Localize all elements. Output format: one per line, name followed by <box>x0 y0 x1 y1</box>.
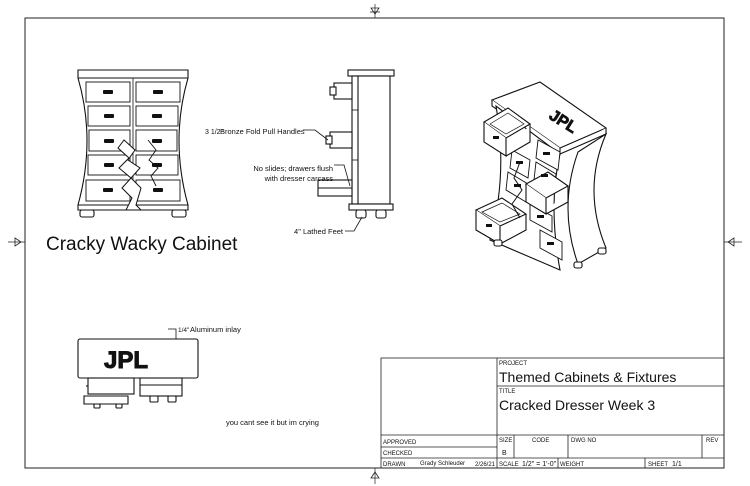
centering-mark-right <box>727 237 735 247</box>
scale-value: 1/2" = 1'-0" <box>522 461 557 468</box>
centering-mark-top <box>370 7 380 15</box>
title-block <box>380 357 725 469</box>
drawn-by: Grady Schleuder <box>420 461 465 467</box>
top-logo-inlay: JPL <box>104 347 148 374</box>
size-value: B <box>502 450 507 457</box>
rev-label: REV <box>706 438 718 444</box>
sheet-label: SHEET <box>648 462 668 468</box>
callout-slides-line1: No slides; drawers flush <box>253 164 333 173</box>
drawing-note: you cant see it but im crying <box>226 418 319 427</box>
centering-mark-left <box>14 237 22 247</box>
weight-label: WEIGHT <box>560 462 584 468</box>
project-name: Themed Cabinets & Fixtures <box>499 369 676 385</box>
code-label: CODE <box>532 438 549 444</box>
project-label: PROJECT <box>499 361 527 367</box>
callout-inlay: Aluminum inlay <box>190 325 241 334</box>
scale-label: SCALE <box>499 462 519 468</box>
sheet-border <box>8 4 742 484</box>
title-label: TITLE <box>499 389 515 395</box>
approved-label: APPROVED <box>383 440 417 446</box>
cabinet-top-view <box>77 338 199 409</box>
sheet-value: 1/1 <box>672 461 682 468</box>
cabinet-front-view <box>77 69 189 218</box>
callout-feet: 4" Lathed Feet <box>294 227 344 236</box>
drawing-title: Cracked Dresser Week 3 <box>499 397 655 413</box>
cabinet-side-view <box>317 69 395 219</box>
centering-mark-bottom <box>370 471 380 479</box>
drawing-main-title: Cracky Wacky Cabinet <box>46 234 238 255</box>
callout-inlay-fraction: 1/4" <box>178 327 190 334</box>
callout-slides-line2: with dresser carcass <box>264 174 334 183</box>
callout-handles-fraction: 3 1/2" <box>205 129 224 136</box>
drawn-date: 2/26/21 <box>475 462 496 468</box>
dwg-no-label: DWG NO <box>571 438 597 444</box>
size-label: SIZE <box>499 438 512 444</box>
checked-label: CHECKED <box>383 451 413 457</box>
drawn-label: DRAWN <box>383 462 405 468</box>
cabinet-isometric-view <box>474 81 608 271</box>
callout-handles: Bronze Fold Pull Handles <box>220 127 305 136</box>
